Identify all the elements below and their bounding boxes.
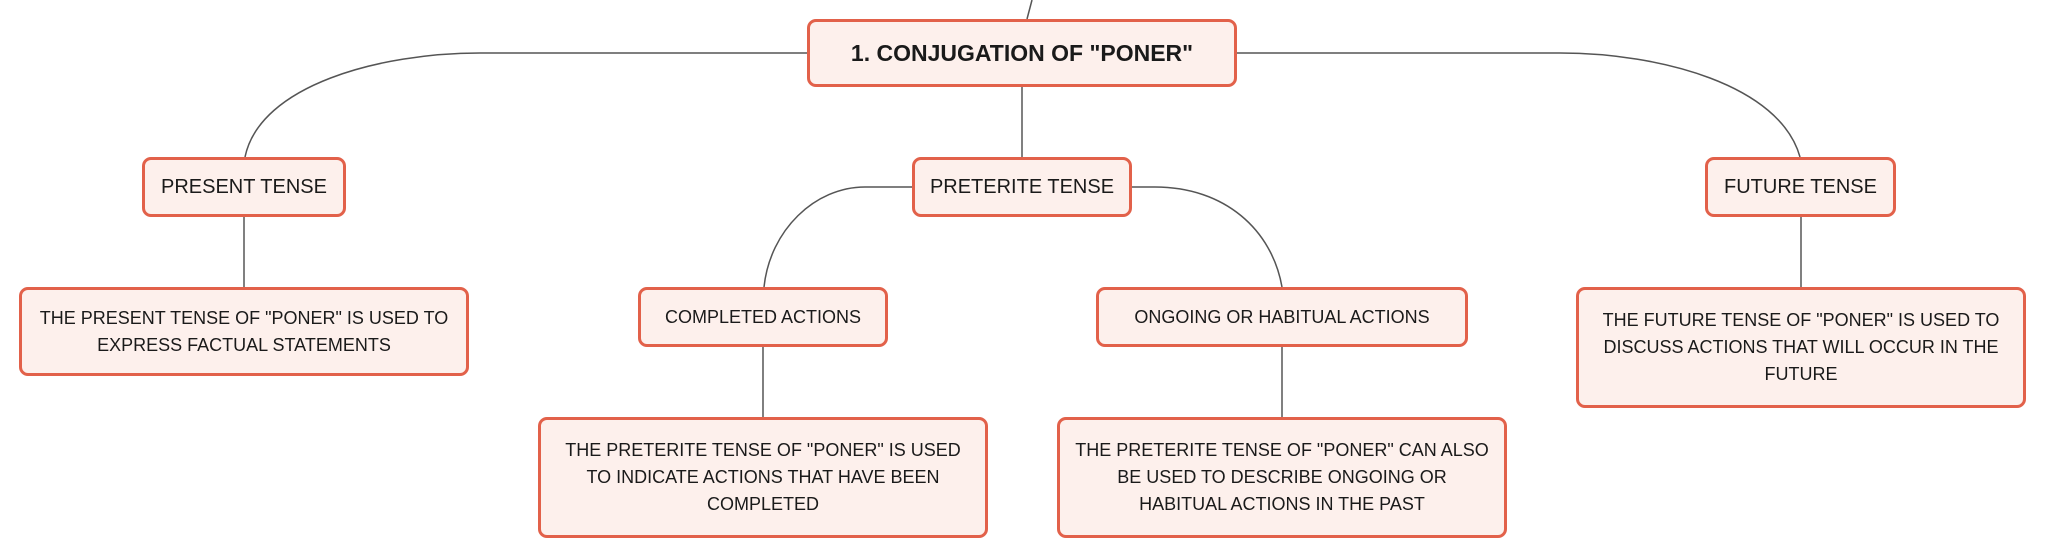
ongoing-actions-description-node[interactable]: THE PRETERITE TENSE OF "PONER" CAN ALSO … [1057, 417, 1507, 538]
future-tense-description-node[interactable]: THE FUTURE TENSE OF "PONER" IS USED TO D… [1576, 287, 2026, 408]
completed-actions-node[interactable]: COMPLETED ACTIONS [638, 287, 888, 347]
connector-parent-root [1026, 0, 1033, 20]
connector-preterite-completed [763, 186, 912, 288]
root-node-label: 1. CONJUGATION OF "PONER" [850, 39, 1194, 66]
connector-preterite-ongoing [1132, 186, 1283, 288]
present-tense-description-node[interactable]: THE PRESENT TENSE OF "PONER" IS USED TO … [19, 287, 469, 376]
preterite-tense-node[interactable]: PRETERITE TENSE [912, 157, 1132, 217]
ongoing-actions-description: THE PRETERITE TENSE OF "PONER" CAN ALSO … [1075, 440, 1489, 514]
connector-root-future [1237, 52, 1801, 158]
ongoing-actions-label: ONGOING OR HABITUAL ACTIONS [1134, 306, 1430, 327]
ongoing-actions-node[interactable]: ONGOING OR HABITUAL ACTIONS [1096, 287, 1468, 347]
present-tense-label: PRESENT TENSE [161, 175, 327, 198]
preterite-tense-label: PRETERITE TENSE [929, 175, 1115, 198]
completed-actions-description: THE PRETERITE TENSE OF "PONER" IS USED T… [565, 440, 961, 514]
present-tense-node[interactable]: PRESENT TENSE [142, 157, 346, 217]
present-tense-description: THE PRESENT TENSE OF "PONER" IS USED TO … [39, 307, 449, 355]
future-tense-description: THE FUTURE TENSE OF "PONER" IS USED TO D… [1602, 310, 2000, 384]
future-tense-label: FUTURE TENSE [1724, 175, 1877, 198]
root-node[interactable]: 1. CONJUGATION OF "PONER" [807, 19, 1237, 87]
completed-actions-label: COMPLETED ACTIONS [664, 306, 862, 327]
future-tense-node[interactable]: FUTURE TENSE [1705, 157, 1896, 217]
completed-actions-description-node[interactable]: THE PRETERITE TENSE OF "PONER" IS USED T… [538, 417, 988, 538]
connector-root-present [244, 52, 807, 158]
